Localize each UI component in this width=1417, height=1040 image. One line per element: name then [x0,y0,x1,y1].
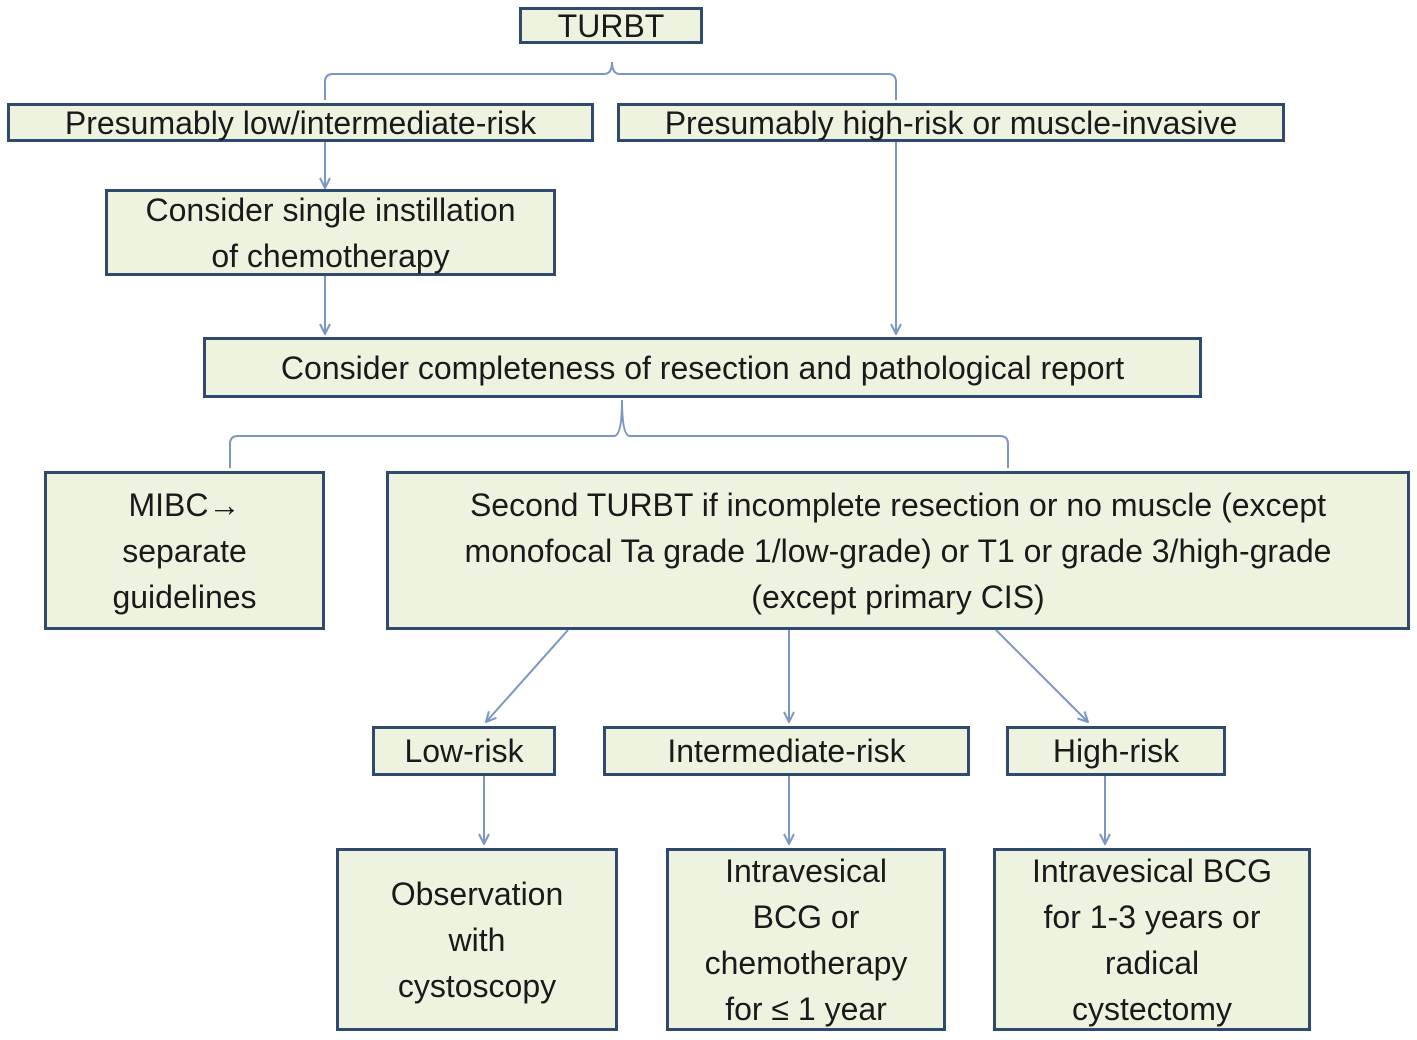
node-presumably-high-muscle-invasive: Presumably high-risk or muscle-invasive [617,103,1285,142]
node-second-turbt: Second TURBT if incomplete resection or … [386,471,1410,630]
node-mibc: MIBC→ separate guidelines [44,471,325,630]
brace-completeness [229,399,1009,468]
brace-turbt [324,61,897,100]
node-completeness-of-resection: Consider completeness of resection and p… [203,337,1202,398]
node-observation: Observation with cystoscopy [336,848,618,1031]
node-intermediate-risk: Intermediate-risk [603,726,970,776]
node-intravesical-bcg-or-chemo: Intravesical BCG or chemotherapy for ≤ 1… [666,848,946,1031]
arrow-to-high-risk [995,629,1088,722]
node-high-risk: High-risk [1006,726,1226,776]
node-presumably-low-intermediate: Presumably low/intermediate-risk [7,103,594,142]
node-intravesical-bcg-or-cystectomy: Intravesical BCG for 1-3 years or radica… [993,848,1311,1031]
arrow-to-low-risk [486,629,569,722]
node-low-risk: Low-risk [372,726,556,776]
node-single-instillation: Consider single instillation of chemothe… [105,189,556,276]
node-turbt: TURBT [519,7,703,44]
